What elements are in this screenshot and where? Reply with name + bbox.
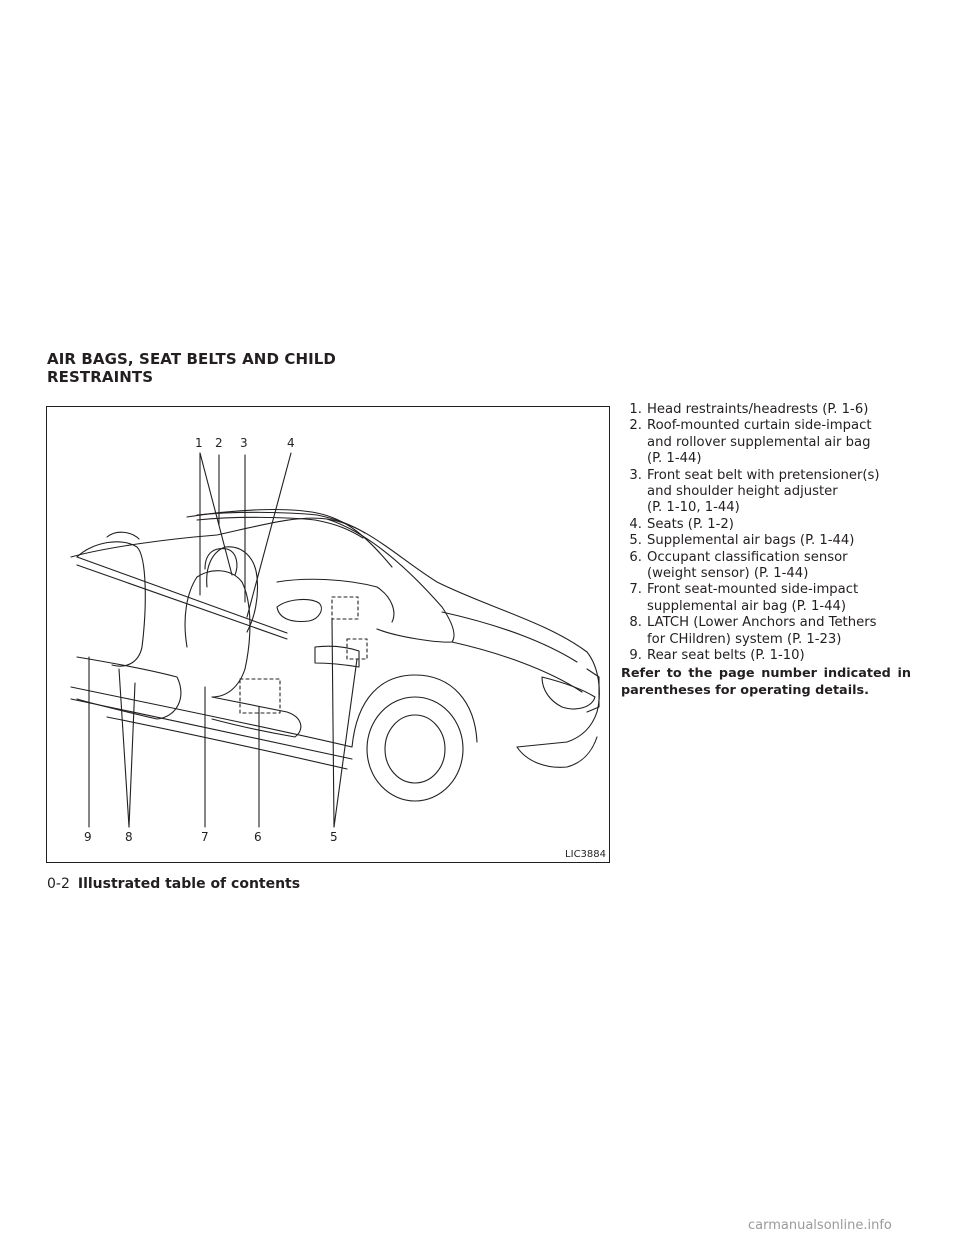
front-seat-cushion: [212, 697, 301, 737]
legend-item-number: 2.: [620, 418, 642, 434]
legend-item-text: Supplemental air bags (P. 1-44): [647, 533, 910, 549]
legend-item-text: Occupant classification sensor: [647, 550, 910, 566]
sill-bottom: [107, 717, 347, 769]
legend-item-number: 8.: [620, 615, 642, 631]
operating-details-note: Refer to the page number indicated in pa…: [621, 666, 911, 699]
legend-item-text: (P. 1-10, 1-44): [647, 500, 910, 516]
center-console: [315, 646, 359, 667]
section-title-line-2: RESTRAINTS: [47, 368, 336, 386]
legend-item-text: (weight sensor) (P. 1-44): [647, 566, 910, 582]
legend-item-text: Seats (P. 1-2): [647, 517, 910, 533]
callout-9: 9: [84, 830, 92, 844]
legend-item-number: 3.: [620, 468, 642, 484]
callout-8: 8: [125, 830, 133, 844]
callout-legend: 1. Head restraints/headrests (P. 1-6) 2. Ro…: [620, 402, 910, 665]
legend-item-number: 9.: [620, 648, 642, 664]
weight-sensor-zone: [240, 679, 280, 713]
vehicle-illustration: 1 2 3 4 9 8 7 6 5 LIC3884: [46, 406, 610, 863]
front-wheel: [367, 697, 463, 801]
hood-line: [442, 612, 577, 662]
legend-item: 9. Rear seat belts (P. 1-10): [620, 648, 910, 664]
steering-wheel: [277, 600, 321, 622]
legend-item-text: for CHildren) system (P. 1-23): [647, 632, 910, 648]
legend-item-text: and shoulder height adjuster: [647, 484, 910, 500]
legend-item: 4. Seats (P. 1-2): [620, 517, 910, 533]
leader-8a: [119, 669, 129, 827]
section-title-line-1: AIR BAGS, SEAT BELTS AND CHILD: [47, 350, 336, 368]
legend-item-text: Head restraints/headrests (P. 1-6): [647, 402, 910, 418]
footer-title: Illustrated table of contents: [78, 876, 300, 892]
legend-item-text: LATCH (Lower Anchors and Tethers: [647, 615, 910, 631]
wheel-arch: [352, 675, 477, 747]
legend-item-text: Front seat belt with pretensioner(s): [647, 468, 910, 484]
rear-seat-cushion: [77, 657, 181, 719]
legend-item-number: 4.: [620, 517, 642, 533]
legend-item: 1. Head restraints/headrests (P. 1-6): [620, 402, 910, 418]
legend-item-number: 1.: [620, 402, 642, 418]
leader-5a: [332, 619, 334, 827]
leader-4: [247, 453, 291, 617]
legend-item-text: Rear seat belts (P. 1-10): [647, 648, 910, 664]
legend-item: 3. Front seat belt with pretensioner(s)an…: [620, 468, 910, 517]
callout-1: 1: [195, 436, 203, 450]
front-wheel-rim: [385, 715, 445, 783]
figure-code: LIC3884: [565, 849, 606, 860]
callout-5: 5: [330, 830, 338, 844]
legend-item-text: (P. 1-44): [647, 451, 910, 467]
legend-item: 5. Supplemental air bags (P. 1-44): [620, 533, 910, 549]
callout-4: 4: [287, 436, 295, 450]
belt-lower: [77, 565, 287, 639]
airbag-zone-a: [332, 597, 358, 619]
sill-upper: [71, 687, 352, 747]
legend-item-number: 7.: [620, 582, 642, 598]
car-body-outline: [71, 518, 599, 747]
callout-7: 7: [201, 830, 209, 844]
watermark: carmanualsonline.info: [748, 1218, 892, 1233]
legend-item-text: and rollover supplemental air bag: [647, 435, 910, 451]
callout-3: 3: [240, 436, 248, 450]
hood-crease: [452, 642, 582, 692]
legend-item-number: 6.: [620, 550, 642, 566]
legend-item-text: Front seat-mounted side-impact: [647, 582, 910, 598]
car-cutaway-drawing: 1 2 3 4 9 8 7 6 5: [47, 407, 609, 862]
page-footer: 0-2 Illustrated table of contents: [47, 876, 300, 892]
callout-2: 2: [215, 436, 223, 450]
legend-item-text: supplemental air bag (P. 1-44): [647, 599, 910, 615]
lower-bumper: [517, 737, 597, 767]
page-number: 0-2: [47, 876, 70, 892]
leader-8b: [129, 683, 135, 827]
legend-item: 6. Occupant classification sensor(weight …: [620, 550, 910, 583]
legend-item-text: Roof-mounted curtain side-impact: [647, 418, 910, 434]
section-title: AIR BAGS, SEAT BELTS AND CHILD RESTRAINT…: [47, 350, 336, 386]
leader-5b: [334, 659, 357, 827]
callout-6: 6: [254, 830, 262, 844]
roof-rail: [197, 512, 365, 533]
rear-seat-back-2: [107, 532, 139, 539]
headlight: [542, 677, 595, 709]
legend-item-number: 5.: [620, 533, 642, 549]
front-seat-back: [185, 571, 250, 697]
